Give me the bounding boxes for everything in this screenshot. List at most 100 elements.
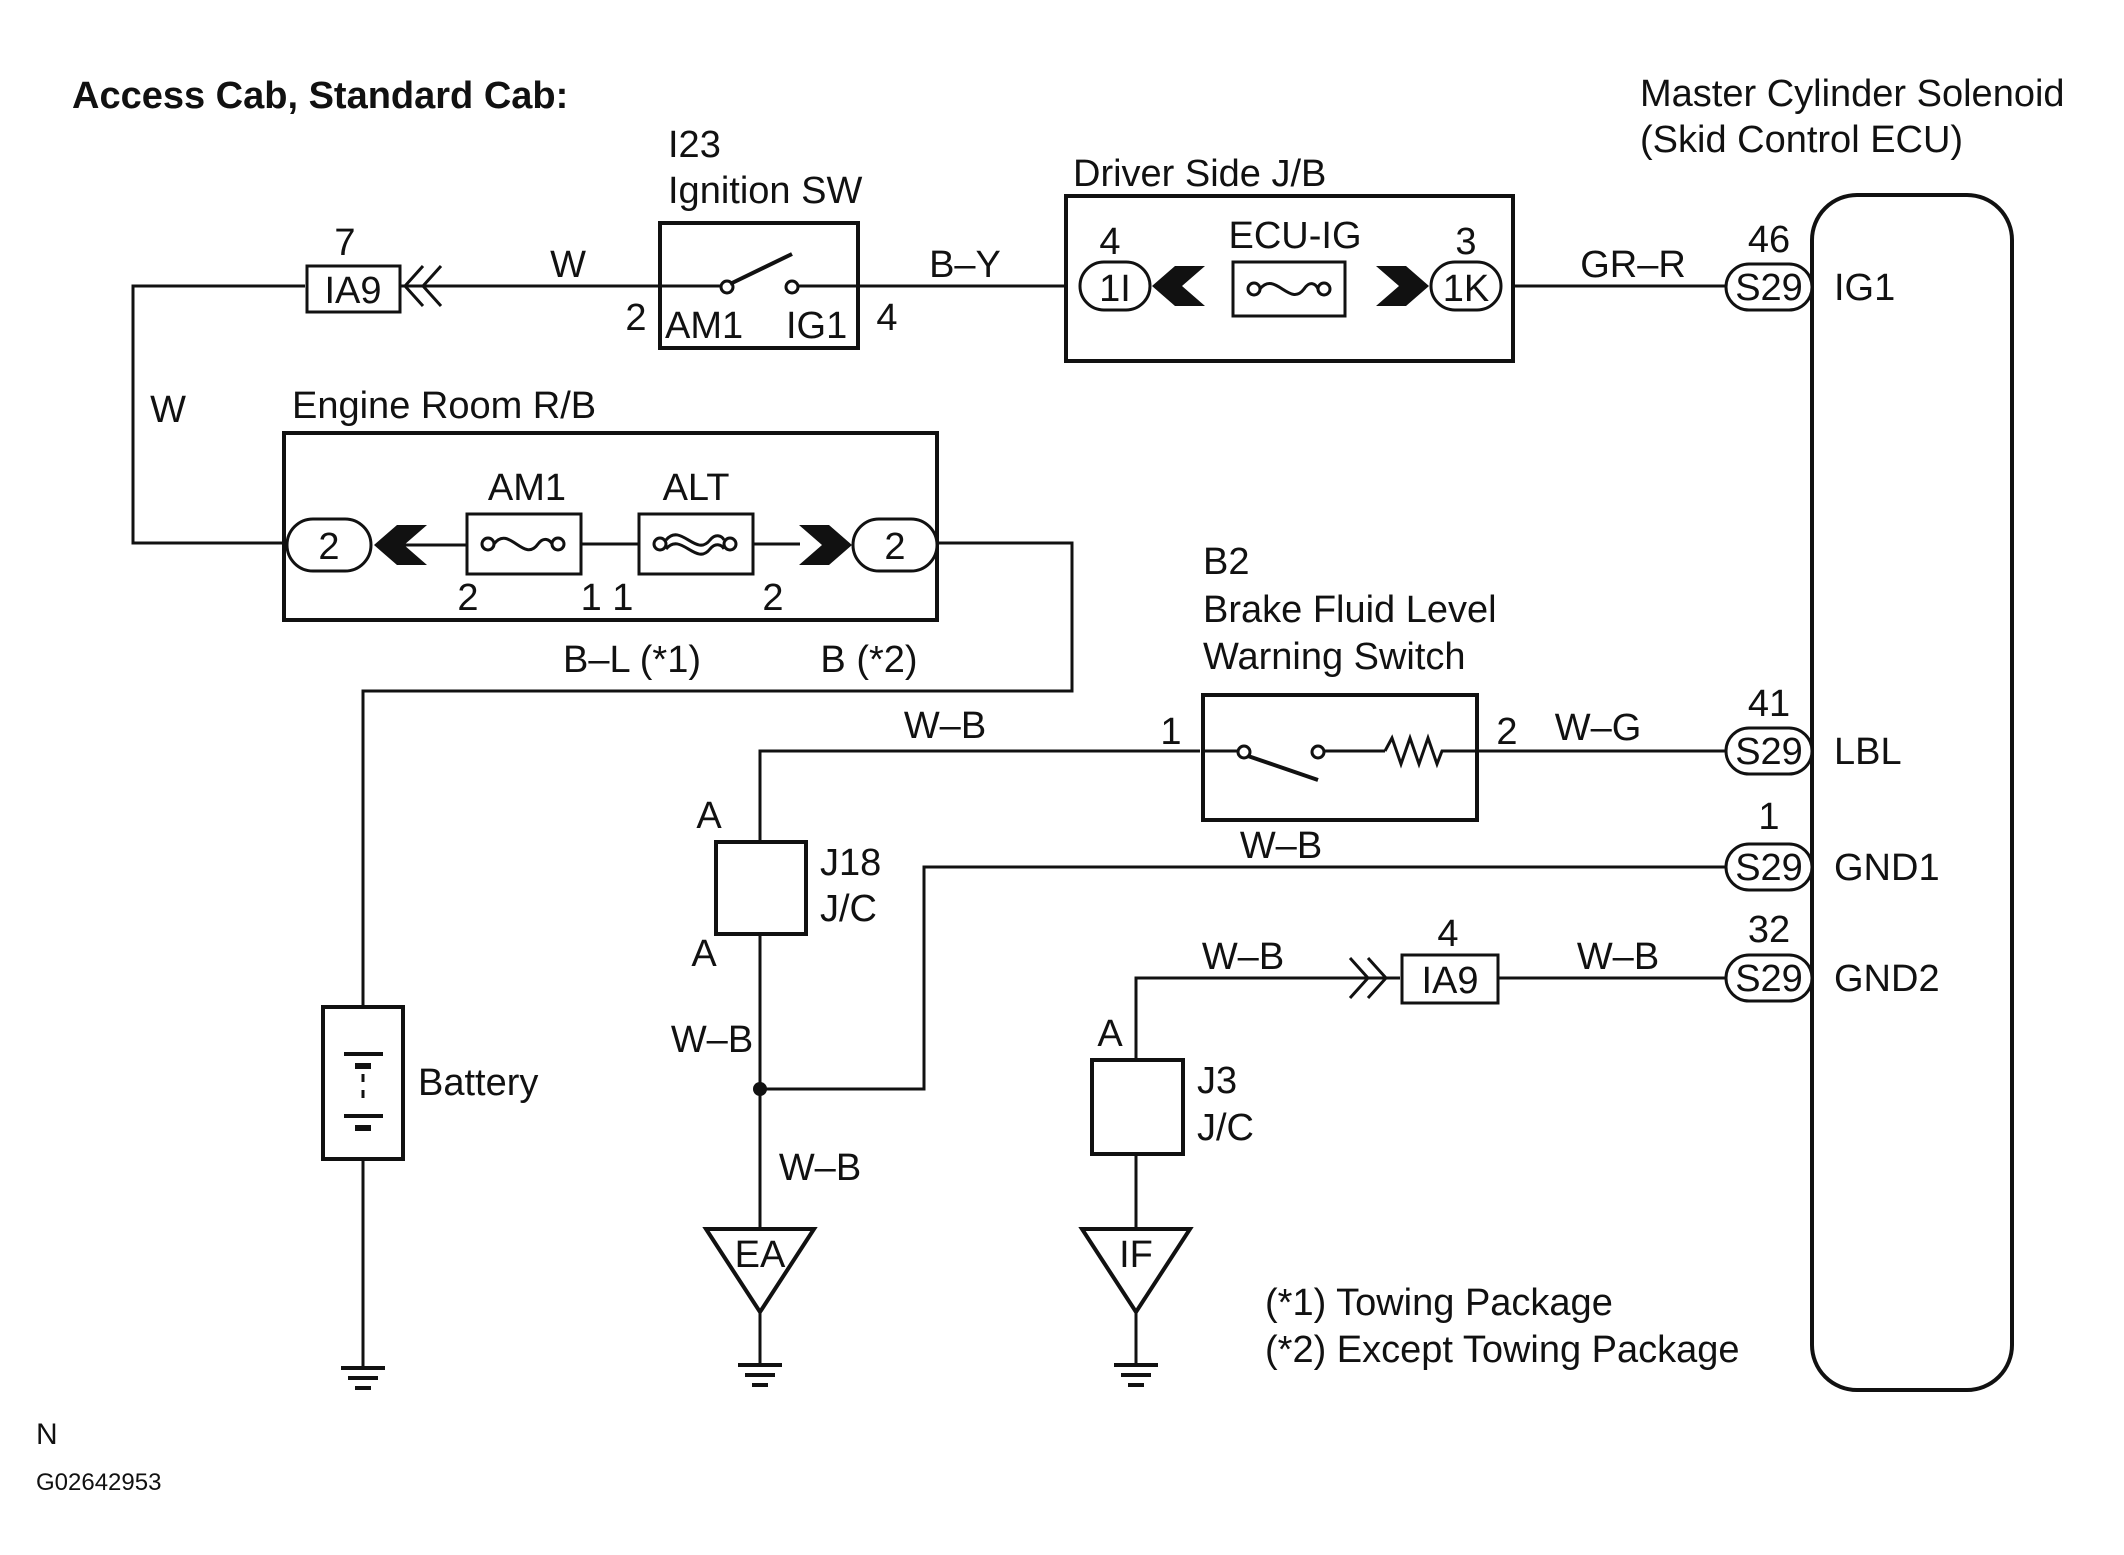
ecu-terminal-lbl-name: LBL xyxy=(1834,731,1902,773)
switch-b2-name-line2: Warning Switch xyxy=(1203,636,1466,678)
engine-rb-fuse2-element xyxy=(664,533,726,556)
driver-jb-fuse-element xyxy=(1258,282,1320,296)
wire-label-grr: GR–R xyxy=(1580,244,1686,286)
ignition-sw-blade xyxy=(729,252,793,286)
ecu-terminal-lbl-conn: S29 xyxy=(1735,731,1803,773)
ground-battery-icon xyxy=(341,1365,385,1390)
engine-rb-pin-a: 2 xyxy=(457,577,478,619)
wire-label-wb1: W–B xyxy=(904,705,986,747)
switch-b2-contact-left xyxy=(1236,744,1252,760)
switch-b2-box xyxy=(1201,693,1479,822)
switch-b2-code: B2 xyxy=(1203,541,1249,583)
ecu-terminal-gnd2: 32 S29 GND2 xyxy=(1724,909,1940,1003)
ignition-sw-pin-right: 4 xyxy=(876,297,897,339)
switch-b2-name-line1: Brake Fluid Level xyxy=(1203,589,1497,631)
wire-label-wb5: W–B xyxy=(671,1019,753,1061)
engine-rb-name: Engine Room R/B xyxy=(292,385,596,427)
switch-b2-pin-right: 2 xyxy=(1496,711,1517,753)
ecu-terminal-ig1-pin: 46 xyxy=(1748,219,1790,261)
ecu-terminal-gnd1-pin: 1 xyxy=(1758,796,1779,838)
engine-rb-fuse1-label: AM1 xyxy=(488,467,566,509)
note-except-towing: (*2) Except Towing Package xyxy=(1265,1329,1740,1371)
diagram-title: Access Cab, Standard Cab: xyxy=(72,75,568,117)
ignition-sw-pin-left: 2 xyxy=(625,297,646,339)
note-towing: (*1) Towing Package xyxy=(1265,1282,1613,1324)
j3-top-label: A xyxy=(1097,1013,1123,1055)
switch-b2-pin-left: 1 xyxy=(1160,711,1181,753)
j3-box xyxy=(1090,1058,1185,1156)
ia9-bottom-label: IA9 xyxy=(1421,960,1478,1002)
engine-rb-conn-right-label: 2 xyxy=(884,526,905,568)
driver-jb-name: Driver Side J/B xyxy=(1073,153,1326,195)
driver-jb-chevron-left xyxy=(1152,266,1205,306)
ignition-sw-contact-right xyxy=(784,279,800,295)
ecu-terminal-ig1: 46 S29 IG1 xyxy=(1724,219,1895,312)
ecu-terminal-gnd2-pin: 32 xyxy=(1748,909,1790,951)
wire-label-w2: W xyxy=(150,389,186,431)
ecu-terminal-gnd1: 1 S29 GND1 xyxy=(1724,796,1940,892)
ground-if-icon xyxy=(1078,1227,1194,1387)
ecu-terminal-ig1-name: IG1 xyxy=(1834,267,1895,309)
ecu-terminal-gnd1-name: GND1 xyxy=(1834,847,1940,889)
driver-jb-pin-left: 4 xyxy=(1099,221,1120,263)
j18-name-line2: J/C xyxy=(820,888,877,930)
wire-label-w1: W xyxy=(550,244,586,286)
ignition-sw-term-am1: AM1 xyxy=(665,305,743,347)
footer-code: G02642953 xyxy=(36,1469,161,1496)
switch-b2-blade xyxy=(1247,754,1319,782)
engine-rb-conn-left-label: 2 xyxy=(318,526,339,568)
footer-letter: N xyxy=(36,1418,58,1451)
wire-label-wb2: W–B xyxy=(1240,825,1322,867)
j3-name-line2: J/C xyxy=(1197,1107,1254,1149)
ignition-sw-code: I23 xyxy=(668,124,721,166)
engine-rb-chevron-left xyxy=(374,525,427,565)
ecu-name-line2: (Skid Control ECU) xyxy=(1640,119,1963,161)
ecu-terminal-gnd1-conn: S29 xyxy=(1735,847,1803,889)
driver-jb-chevron-right xyxy=(1376,266,1429,306)
j18-top-label: A xyxy=(696,795,722,837)
engine-rb-conn-left xyxy=(285,517,373,573)
wire-label-b: B (*2) xyxy=(820,639,917,681)
engine-rb-fuse1-element xyxy=(492,536,554,552)
ground-if-label: IF xyxy=(1119,1234,1153,1276)
wire-label-wb3: W–B xyxy=(1202,936,1284,978)
ia9-top-label: IA9 xyxy=(324,270,381,312)
ecu-terminal-lbl-pin: 41 xyxy=(1748,683,1790,725)
battery-label: Battery xyxy=(418,1062,538,1104)
ecu-terminal-lbl: 41 S29 LBL xyxy=(1724,683,1902,776)
driver-jb-pin-right: 3 xyxy=(1455,221,1476,263)
ecu-terminal-gnd2-name: GND2 xyxy=(1834,958,1940,1000)
wire-label-wg: W–G xyxy=(1555,707,1642,749)
engine-rb-conn-right xyxy=(851,517,939,573)
driver-jb-fuse-label: ECU-IG xyxy=(1229,215,1362,257)
splice-point xyxy=(753,1082,767,1096)
j18-name-line1: J18 xyxy=(820,842,881,884)
battery-box xyxy=(321,1005,405,1161)
engine-rb-chevron-right xyxy=(799,525,852,565)
ia9-bottom-pin: 4 xyxy=(1437,913,1458,955)
ia9-top-arrow-2 xyxy=(420,264,443,308)
engine-rb-fuse2-label: ALT xyxy=(663,467,730,509)
wire-label-wb4: W–B xyxy=(1577,936,1659,978)
driver-jb-conn-left-label: 1I xyxy=(1099,268,1131,310)
driver-jb-conn-right-label: 1K xyxy=(1443,268,1489,310)
driver-jb-conn-left xyxy=(1078,260,1152,312)
ignition-sw-term-ig1: IG1 xyxy=(786,305,847,347)
ia9-bottom-connector xyxy=(1400,953,1500,1005)
ecu-box xyxy=(1810,193,2014,1392)
engine-rb-pin-b: 1 1 xyxy=(581,577,634,619)
resistor-zigzag xyxy=(1383,733,1477,769)
wire-label-wb6: W–B xyxy=(779,1147,861,1189)
ia9-top-connector xyxy=(305,264,402,314)
engine-rb-pin-c: 2 xyxy=(762,577,783,619)
j18-bottom-label: A xyxy=(691,933,717,975)
ground-ea-label: EA xyxy=(735,1234,786,1276)
ecu-terminal-ig1-conn: S29 xyxy=(1735,267,1803,309)
wire-label-bl: B–L (*1) xyxy=(563,639,701,681)
switch-b2-contact-right xyxy=(1310,744,1326,760)
ia9-top-arrow-1 xyxy=(402,264,425,308)
wire-label-by: B–Y xyxy=(929,244,1001,286)
ecu-name-line1: Master Cylinder Solenoid xyxy=(1640,73,2065,115)
ia9-bottom-arrow-1 xyxy=(1348,956,1371,1000)
